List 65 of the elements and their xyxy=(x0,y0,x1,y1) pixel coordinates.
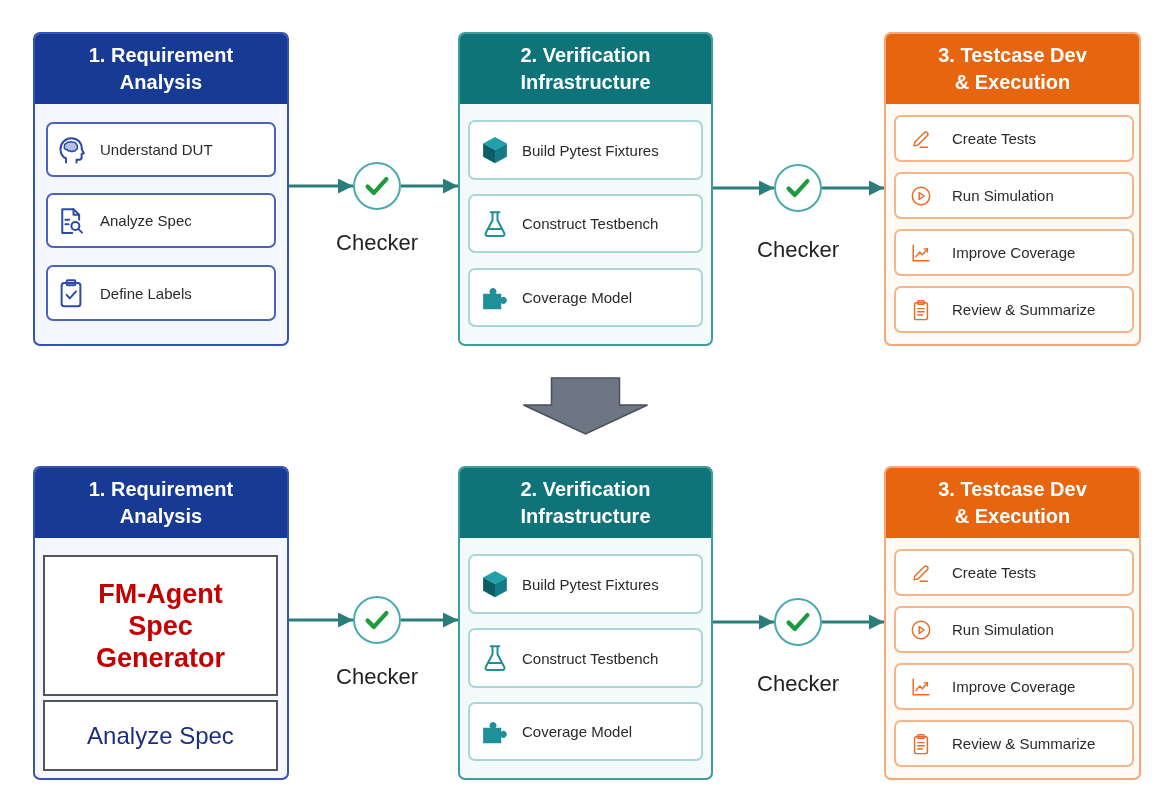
step-label: Analyze Spec xyxy=(100,212,192,229)
stage-panel xyxy=(884,32,1141,346)
step-label: Run Simulation xyxy=(952,187,1054,204)
panel-header: 1. Requirement Analysis xyxy=(35,468,287,538)
generator-box: FM-Agent Spec Generator xyxy=(43,555,278,696)
panel-header: 3. Testcase Dev & Execution xyxy=(886,468,1139,538)
step-box xyxy=(46,265,276,321)
stage-panel xyxy=(458,32,713,346)
step-box xyxy=(468,268,703,327)
step-box xyxy=(894,229,1134,276)
checker-label: Checker xyxy=(335,230,419,256)
step-box xyxy=(894,720,1134,767)
checker-circle xyxy=(774,598,822,646)
step-box: Analyze Spec xyxy=(43,700,278,771)
checker-circle xyxy=(774,164,822,212)
step-label: Review & Summarize xyxy=(952,301,1096,318)
step-box xyxy=(468,702,703,761)
step-label: Create Tests xyxy=(952,564,1036,581)
checker-circle xyxy=(353,162,401,210)
step-label: Build Pytest Fixtures xyxy=(522,575,659,593)
panel-header: 1. Requirement Analysis xyxy=(35,34,287,104)
step-label: Coverage Model xyxy=(522,289,633,306)
arrow xyxy=(822,614,884,630)
step-label: Improve Coverage xyxy=(952,244,1076,261)
step-label: Define Labels xyxy=(100,284,192,302)
arrow xyxy=(401,178,458,194)
step-label: Improve Coverage xyxy=(952,678,1076,695)
step-box xyxy=(468,120,703,180)
checker-circle xyxy=(353,596,401,644)
arrow xyxy=(289,612,353,628)
step-box xyxy=(46,122,276,177)
step-label: Run Simulation xyxy=(952,621,1054,638)
step-label: Build Pytest Fixtures xyxy=(522,141,659,159)
stage-panel xyxy=(33,466,289,780)
step-label: Construct Testbench xyxy=(522,649,659,667)
checker-label: Checker xyxy=(756,671,840,697)
step-label: Create Tests xyxy=(952,130,1036,147)
stage-panel xyxy=(33,32,289,346)
step-box xyxy=(894,663,1134,710)
step-box xyxy=(468,628,703,688)
checker-label: Checker xyxy=(335,664,419,690)
panel-header: 2. Verification Infrastructure xyxy=(460,34,711,104)
step-box xyxy=(468,194,703,253)
arrow xyxy=(401,612,458,628)
step-box xyxy=(468,554,703,614)
arrow xyxy=(822,180,884,196)
step-label: Coverage Model xyxy=(522,723,633,740)
arrow xyxy=(713,180,774,196)
step-box xyxy=(894,115,1134,162)
step-label: Review & Summarize xyxy=(952,735,1096,752)
step-label: Construct Testbench xyxy=(522,215,659,232)
step-box xyxy=(46,193,276,248)
step-box xyxy=(894,286,1134,333)
panel-header: 2. Verification Infrastructure xyxy=(460,468,711,538)
arrow xyxy=(289,178,353,194)
block-arrow xyxy=(522,377,649,435)
step-box xyxy=(894,172,1134,219)
stage-panel xyxy=(884,466,1141,780)
step-label: Understand DUT xyxy=(100,141,213,158)
stage-panel xyxy=(458,466,713,780)
step-box xyxy=(894,549,1134,596)
panel-header: 3. Testcase Dev & Execution xyxy=(886,34,1139,104)
step-box xyxy=(894,606,1134,653)
checker-label: Checker xyxy=(756,237,840,263)
arrow xyxy=(713,614,774,630)
